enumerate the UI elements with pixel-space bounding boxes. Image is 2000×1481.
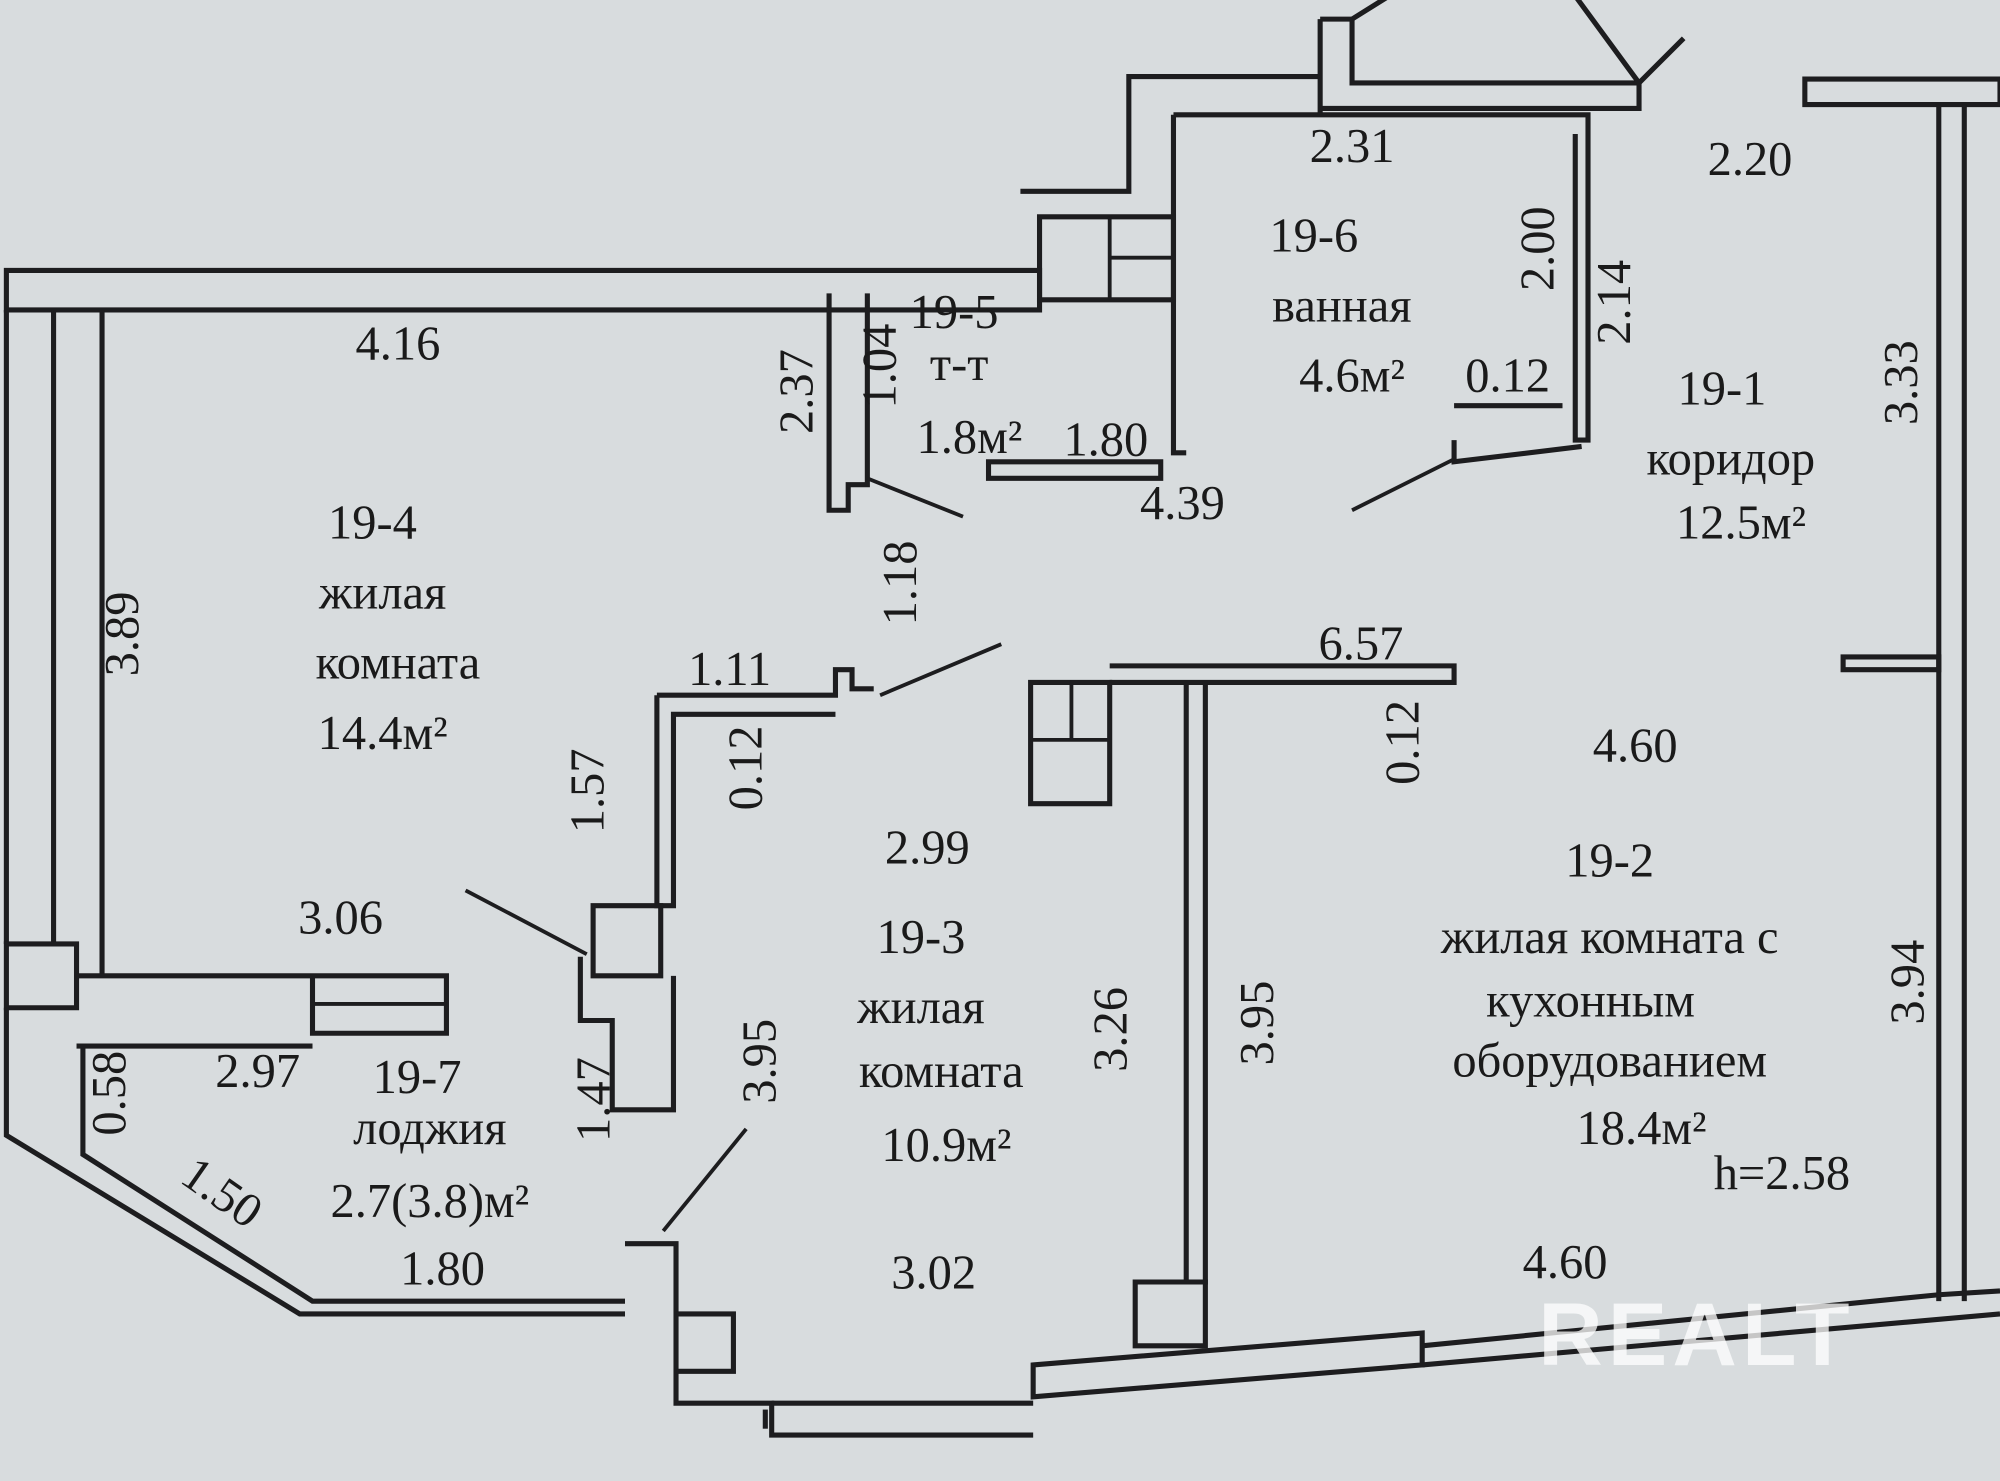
dimension: 1.47 — [568, 1057, 621, 1142]
dimension: 0.58 — [83, 1051, 136, 1136]
room-name-19-4-line2: комната — [316, 637, 481, 690]
dimension: 2.99 — [885, 822, 970, 875]
dimension: 1.80 — [400, 1243, 485, 1296]
room-id-19-2: 19-2 — [1565, 834, 1654, 887]
dimension: 3.89 — [96, 592, 149, 677]
dimension: 3.94 — [1881, 940, 1934, 1025]
dimension: 3.02 — [891, 1246, 976, 1299]
dimension: 2.14 — [1588, 260, 1641, 345]
room-area-19-2: 18.4м² — [1577, 1102, 1707, 1155]
room-area-19-7: 2.7(3.8)м² — [331, 1175, 530, 1228]
dimension: 1.11 — [688, 643, 771, 696]
dimension: 4.60 — [1593, 720, 1678, 773]
room-name-19-2-line2: кухонным — [1486, 975, 1695, 1028]
dimension: 2.37 — [771, 349, 824, 434]
dimension: 3.33 — [1875, 340, 1928, 425]
dimension: 1.50 — [172, 1147, 272, 1239]
room-name-19-2-line3: оборудованием — [1452, 1035, 1767, 1088]
room-id-19-1: 19-1 — [1678, 362, 1767, 415]
room-name-19-3-line2: комната — [859, 1045, 1024, 1098]
room-labels: 19-6 ванная 4.6м² 19-5 т-т 1.8м² 19-1 ко… — [316, 209, 1850, 1228]
dimension: 2.97 — [215, 1045, 300, 1098]
room-area-19-5: 1.8м² — [916, 411, 1022, 464]
dimension-labels: 2.31 2.20 2.00 2.14 0.12 4.16 2.37 1.04 … — [83, 120, 1934, 1299]
room-area-19-3: 10.9м² — [881, 1119, 1011, 1172]
dimension: 1.04 — [853, 324, 906, 409]
room-area-19-4: 14.4м² — [318, 707, 448, 760]
dimension: 4.39 — [1140, 477, 1225, 530]
room-id-19-7: 19-7 — [373, 1051, 462, 1104]
room-id-19-5: 19-5 — [910, 286, 999, 339]
dimension: 2.00 — [1512, 206, 1565, 291]
dimension: 2.20 — [1708, 133, 1793, 186]
dimension: 0.12 — [719, 726, 772, 811]
room-name-19-7: лоджия — [353, 1102, 506, 1155]
dimension: 3.95 — [1231, 981, 1284, 1066]
room-area-19-1: 12.5м² — [1676, 496, 1806, 549]
room-area-19-6: 4.6м² — [1299, 350, 1405, 403]
dimension: 3.26 — [1084, 987, 1137, 1072]
dimension: 0.12 — [1465, 350, 1550, 403]
room-name-19-5: т-т — [930, 338, 989, 391]
dimension: 3.95 — [734, 1019, 787, 1104]
room-id-19-3: 19-3 — [876, 911, 965, 964]
walls — [3, 0, 2000, 1438]
dimension: 6.57 — [1319, 617, 1404, 670]
dimension: 2.31 — [1310, 120, 1395, 173]
dimension: 1.57 — [561, 748, 614, 833]
room-name-19-1: коридор — [1647, 433, 1816, 486]
room-id-19-6: 19-6 — [1269, 209, 1358, 262]
dimension: 0.12 — [1376, 700, 1429, 785]
room-name-19-2: жилая комната с — [1440, 911, 1779, 964]
room-name-19-4: жилая — [318, 566, 446, 619]
watermark-logo: REALT — [1538, 1284, 1854, 1384]
room-name-19-6: ванная — [1272, 279, 1411, 332]
dimension: 1.80 — [1063, 413, 1148, 466]
dimension: 1.18 — [874, 541, 927, 626]
ceiling-height: h=2.58 — [1714, 1147, 1850, 1200]
room-name-19-3: жилая — [856, 981, 984, 1034]
room-id-19-4: 19-4 — [328, 496, 417, 549]
dimension: 4.60 — [1523, 1236, 1608, 1289]
dimension: 3.06 — [298, 892, 383, 945]
dimension: 4.16 — [356, 318, 441, 371]
